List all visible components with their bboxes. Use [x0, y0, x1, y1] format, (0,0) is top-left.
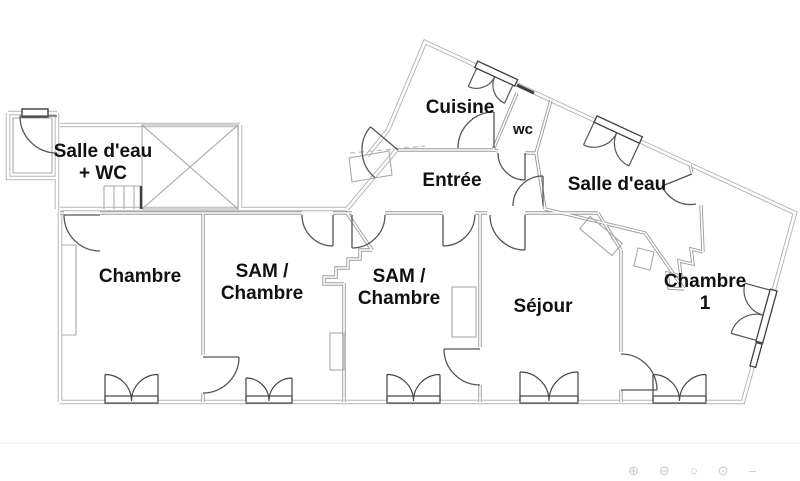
french-window-icon — [104, 373, 159, 404]
door-arc-icon — [443, 348, 481, 386]
wall-jamb — [516, 83, 535, 95]
room-label-text: + WC — [78, 163, 128, 184]
door-arc-icon — [442, 214, 476, 247]
room-label-cuisine: Cuisine — [426, 97, 495, 119]
closet-icon — [578, 215, 624, 257]
room-label-chambre: Chambre — [99, 266, 181, 288]
door-arc-icon — [512, 175, 544, 207]
door-arc-icon — [361, 126, 399, 179]
wall-notch — [633, 247, 655, 271]
door-arc-icon — [301, 214, 334, 247]
room-label-text: Cuisine — [425, 97, 495, 118]
room-label-wc: wc — [513, 122, 533, 138]
bottom-french-windows — [104, 371, 707, 404]
room-label-entree: Entrée — [422, 170, 481, 192]
french-window-icon — [245, 377, 293, 404]
focus-view-icon[interactable]: ⊙ — [717, 463, 729, 478]
room-label-text: SAM / — [235, 261, 289, 282]
french-window-icon — [386, 373, 441, 404]
room-label-text: wc — [512, 121, 534, 138]
french-window-icon — [730, 282, 778, 344]
zoom-in-icon[interactable]: ⊕ — [628, 463, 639, 478]
exterior-step — [348, 150, 393, 183]
room-label-text: Chambre — [98, 266, 182, 287]
room-label-text: Entrée — [422, 170, 482, 191]
more-icon[interactable]: – — [748, 463, 756, 478]
french-window-icon — [467, 60, 519, 104]
room-label-text: Chambre — [663, 271, 747, 292]
window-icon — [21, 108, 49, 118]
room-label-text: Salle d'eau — [53, 141, 153, 162]
room-label-chambre-1: Chambre 1 — [664, 271, 746, 315]
room-label-sam-chambre-2: SAM / Chambre — [358, 266, 440, 310]
door-arc-icon — [497, 152, 526, 181]
door-arc-icon — [489, 214, 526, 251]
room-label-text: Salle d'eau — [567, 174, 667, 195]
room-label-text: Chambre — [357, 288, 441, 309]
door-arc-icon — [351, 214, 386, 249]
door-arc-icon — [202, 356, 240, 394]
viewer-controls: ⊕ ⊖ ○ ⊙ – — [628, 463, 756, 479]
porch-inner-line — [12, 117, 53, 174]
french-window-icon — [519, 371, 579, 404]
zoom-out-icon[interactable]: ⊖ — [658, 463, 670, 478]
window-icon — [749, 341, 763, 369]
room-label-text: Séjour — [513, 296, 573, 317]
reset-view-icon[interactable]: ○ — [689, 463, 698, 478]
french-window-icon — [652, 373, 707, 404]
room-label-salle-deau: Salle d'eau — [568, 174, 667, 196]
room-label-text: SAM / — [372, 266, 426, 287]
windows — [21, 60, 778, 369]
room-label-salle-deau-wc: Salle d'eau + WC — [54, 141, 153, 185]
chimney-breast — [329, 332, 345, 371]
french-window-icon — [583, 115, 644, 167]
door-arcs — [19, 111, 697, 394]
wall-jog — [62, 244, 77, 336]
room-label-text: 1 — [699, 293, 711, 314]
room-label-sam-chambre-1: SAM / Chambre — [221, 261, 303, 305]
stairwell-cross-icon — [141, 124, 239, 210]
outer-walls — [5, 38, 798, 405]
door-arc-icon — [19, 115, 58, 154]
light-details — [12, 117, 655, 371]
door-arc-icon — [457, 111, 495, 149]
room-label-text: Chambre — [220, 283, 304, 304]
stairs-icon — [103, 185, 141, 209]
door-arc-icon — [620, 353, 658, 391]
room-label-sejour: Séjour — [513, 296, 572, 318]
chimney-breast — [451, 286, 477, 338]
door-arc-icon — [63, 214, 101, 252]
door-arc-icon — [661, 173, 697, 206]
